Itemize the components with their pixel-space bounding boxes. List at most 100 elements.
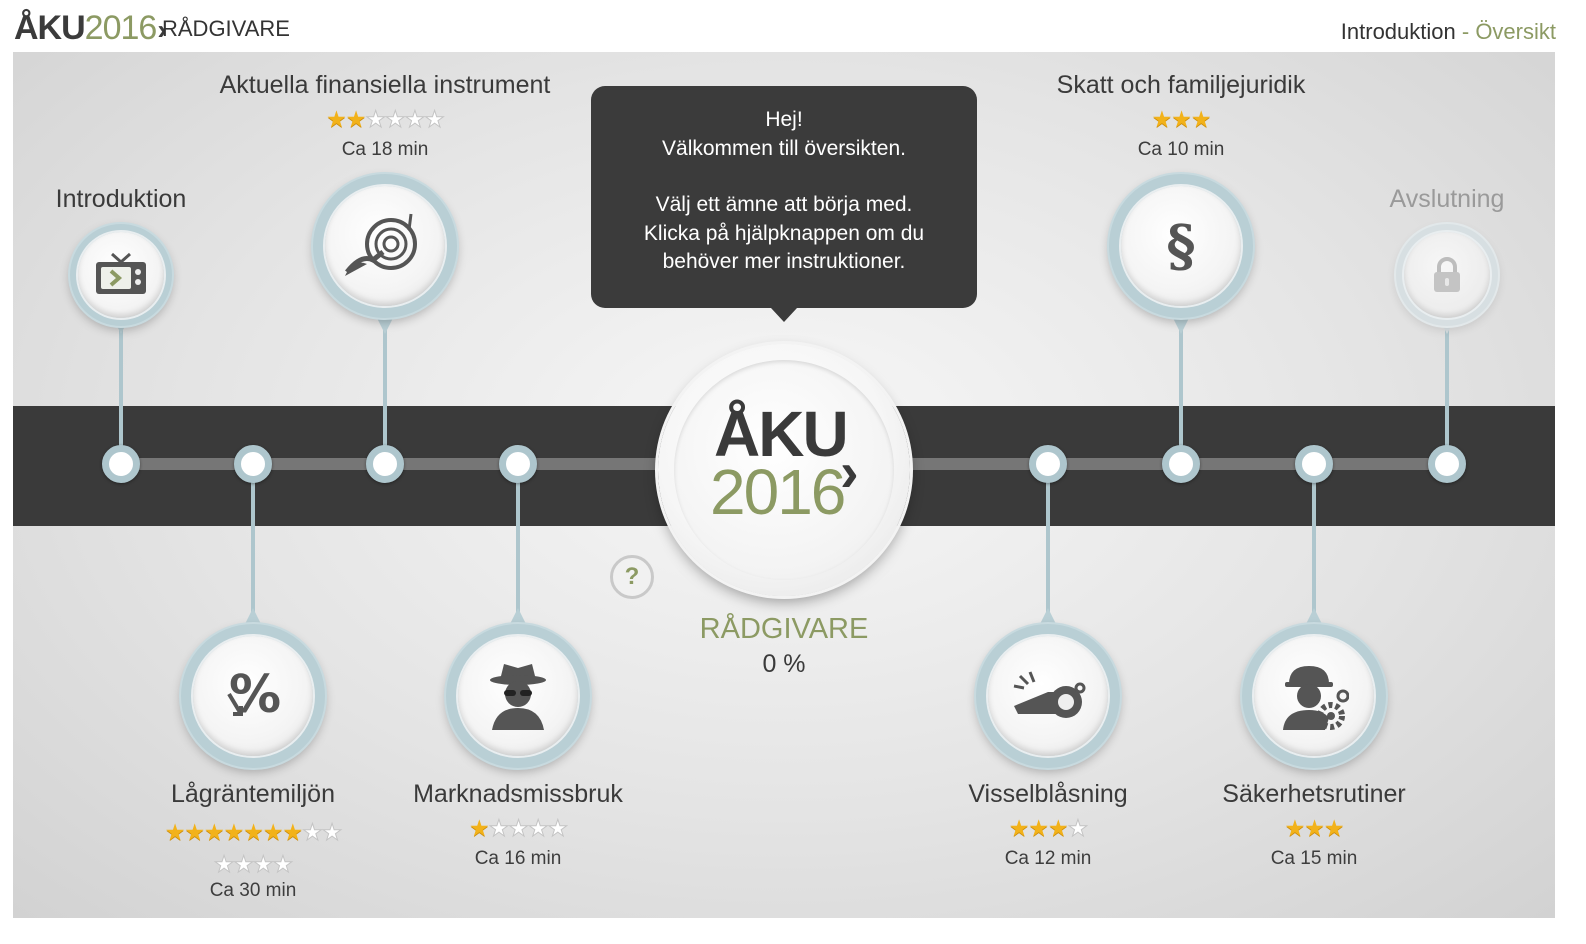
lock-icon [1434,257,1460,292]
star-filled-icon: ★ [1008,815,1030,841]
rating-stars-sakerhetsrutiner: ★★★ [1284,815,1345,841]
star-empty-icon: ★ [527,815,549,841]
worker-gear-icon [1283,666,1349,730]
french-horn-icon [345,213,417,276]
star-empty-icon: ★ [272,851,294,878]
star-empty-icon: ★ [385,106,407,132]
module-title-skatt: Skatt och familjejuridik [1056,71,1306,99]
breadcrumb-current: Introduktion [1340,19,1456,44]
module-sakerhetsrutiner-button[interactable] [1242,624,1386,768]
module-introduktion-button[interactable] [70,224,172,326]
chevron-right-icon: › [840,440,859,503]
pin-tip [243,608,263,628]
module-time-visselblasning: Ca 12 min [1004,848,1092,869]
rating-stars-visselblasning: ★★★★ [1008,815,1089,841]
star-filled-icon: ★ [345,106,367,132]
star-filled-icon: ★ [1284,815,1306,841]
star-empty-icon: ★ [547,815,569,841]
help-button[interactable]: ? [610,555,654,599]
center-hub[interactable]: ÅKU 2016 › [658,344,910,596]
module-visselblasning-button[interactable] [976,624,1120,768]
star-filled-icon: ★ [1028,815,1049,841]
header-bar: ÅKU2016› RÅDGIVARE Introduktion - Översi… [0,0,1586,52]
star-filled-icon: ★ [262,819,284,845]
module-title-visselblasning: Visselblåsning [968,780,1128,808]
progress-percent: 0 % [762,650,806,678]
timeline-node-marknadsmissbruk[interactable] [499,445,537,483]
module-skatt-button[interactable]: § [1109,174,1253,318]
star-filled-icon: ★ [326,106,347,132]
module-avslutning-button[interactable] [1396,224,1498,326]
timeline-node-introduktion[interactable] [102,445,140,483]
module-time-lagrantemiljon: Ca 30 min [209,880,297,901]
pin-tip [508,608,528,628]
module-title-sakerhetsrutiner: Säkerhetsrutiner [1222,780,1406,808]
star-empty-icon: ★ [302,819,324,846]
star-empty-icon: ★ [233,851,255,878]
star-empty-icon: ★ [321,819,343,846]
star-filled-icon: ★ [1304,815,1325,841]
star-filled-icon: ★ [1190,106,1212,132]
star-filled-icon: ★ [223,819,245,845]
star-filled-icon: ★ [243,819,264,845]
module-time-skatt: Ca 10 min [1137,139,1225,160]
center-role-label: RÅDGIVARE [699,613,869,645]
star-filled-icon: ★ [1048,815,1069,841]
module-title-avslutning: Avslutning [1389,185,1505,213]
star-filled-icon: ★ [164,819,186,845]
module-time-aktuella: Ca 18 min [341,139,429,160]
overview-stage: Introduktion Aktuella finansiella instru… [13,52,1555,918]
tv-play-icon [96,252,146,294]
aku-logo[interactable]: ÅKU2016› [14,9,167,47]
timeline-node-visselblasning[interactable] [1029,445,1067,483]
percent-down-icon: % [227,665,281,725]
star-empty-icon: ★ [1067,815,1089,841]
tooltip-welcome: Välkommen till översikten. [662,136,906,160]
rating-stars-aktuella: ★★★★★★ [326,106,446,132]
star-filled-icon: ★ [1323,815,1345,841]
star-filled-icon: ★ [282,819,303,845]
star-empty-icon: ★ [404,106,426,132]
module-title-lagrantemiljon: Lågräntemiljön [171,780,335,808]
star-empty-icon: ★ [253,851,275,878]
timeline-node-lagrantemiljon[interactable] [234,445,272,483]
star-empty-icon: ★ [488,815,510,841]
center-logo-year: 2016 [710,456,846,528]
rating-stars-skatt: ★★★ [1151,106,1212,132]
pin-tip [1171,314,1191,334]
module-title-introduktion: Introduktion [55,185,187,213]
tooltip-greeting: Hej! [765,108,803,131]
pin-tip [1304,608,1324,628]
star-filled-icon: ★ [203,819,225,845]
star-empty-icon: ★ [213,851,235,878]
module-title-marknadsmissbruk: Marknadsmissbruk [413,780,623,808]
timeline-node-sakerhetsrutiner[interactable] [1295,445,1333,483]
tooltip-instruction-3: behöver mer instruktioner. [662,250,906,273]
welcome-tooltip: Hej! Välkommen till översikten. Välj ett… [591,86,977,322]
paragraph-icon: § [1166,213,1196,279]
rating-stars-marknadsmissbruk: ★★★★★ [469,815,569,841]
timeline-node-aktuella[interactable] [366,445,404,483]
module-marknadsmissbruk-button[interactable] [446,624,590,768]
module-time-marknadsmissbruk: Ca 16 min [474,848,562,869]
tooltip-instruction-2: Klicka på hjälpknappen om du [643,221,925,245]
module-time-sakerhetsrutiner: Ca 15 min [1270,848,1358,869]
star-empty-icon: ★ [424,106,446,132]
star-filled-icon: ★ [1151,106,1173,132]
module-title-aktuella: Aktuella finansiella instrument [219,71,551,99]
timeline-node-skatt[interactable] [1162,445,1200,483]
star-empty-icon: ★ [508,815,530,841]
center-hub-face [674,360,894,580]
module-aktuella-button[interactable] [313,174,457,318]
module-lagrantemiljon-button[interactable]: % [181,624,325,768]
pin-tip [375,314,395,334]
timeline-node-avslutning[interactable] [1428,445,1466,483]
spy-icon [490,664,546,730]
star-empty-icon: ★ [365,106,387,132]
breadcrumb: Introduktion - Översikt [1341,18,1556,46]
pin-tip [1038,608,1058,628]
tooltip-spacer [591,163,977,191]
rating-stars-lagrantemiljon: ★★★★★★★★★★★★★ [143,816,363,880]
breadcrumb-overview-link[interactable]: Översikt [1475,19,1556,44]
